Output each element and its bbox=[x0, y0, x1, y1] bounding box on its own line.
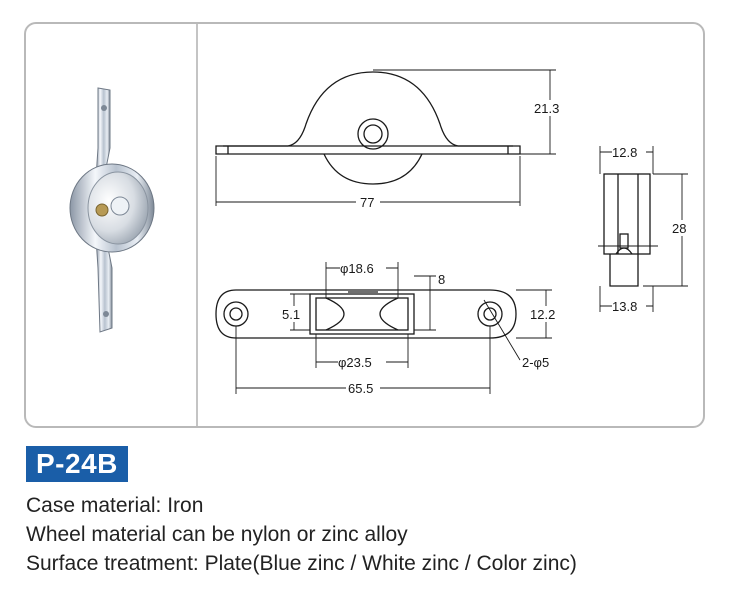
technical-drawing: 21.3 77 12.8 28 13.8 φ18.6 8 5.1 12.2 φ2… bbox=[215, 69, 696, 396]
figure-divider bbox=[196, 24, 198, 426]
dim-wheel-inner-label: φ18.6 bbox=[340, 261, 374, 276]
model-badge: P-24B bbox=[26, 446, 128, 482]
dim-width-top-label: 12.8 bbox=[612, 145, 637, 160]
dim-groove-label: 5.1 bbox=[282, 307, 300, 322]
dim-length-label: 77 bbox=[360, 195, 374, 210]
top-view bbox=[215, 262, 552, 394]
spec-case-material: Case material: Iron bbox=[26, 494, 204, 517]
dim-height-label: 21.3 bbox=[534, 101, 559, 116]
dim-side-height-label: 28 bbox=[672, 221, 686, 236]
front-view bbox=[215, 69, 556, 206]
product-photo bbox=[69, 87, 155, 333]
dim-plate-width-label: 12.2 bbox=[530, 307, 555, 322]
dim-wheel-thickness-label: 8 bbox=[438, 272, 445, 287]
spec-surface-treatment: Surface treatment: Plate(Blue zinc / Whi… bbox=[26, 552, 577, 575]
spec-wheel-material: Wheel material can be nylon or zinc allo… bbox=[26, 523, 408, 546]
dim-wheel-outer-label: φ23.5 bbox=[338, 355, 372, 370]
dim-hole-spacing-label: 65.5 bbox=[348, 381, 373, 396]
dim-width-bottom-label: 13.8 bbox=[612, 299, 637, 314]
dim-holes-label: 2-φ5 bbox=[522, 355, 549, 370]
